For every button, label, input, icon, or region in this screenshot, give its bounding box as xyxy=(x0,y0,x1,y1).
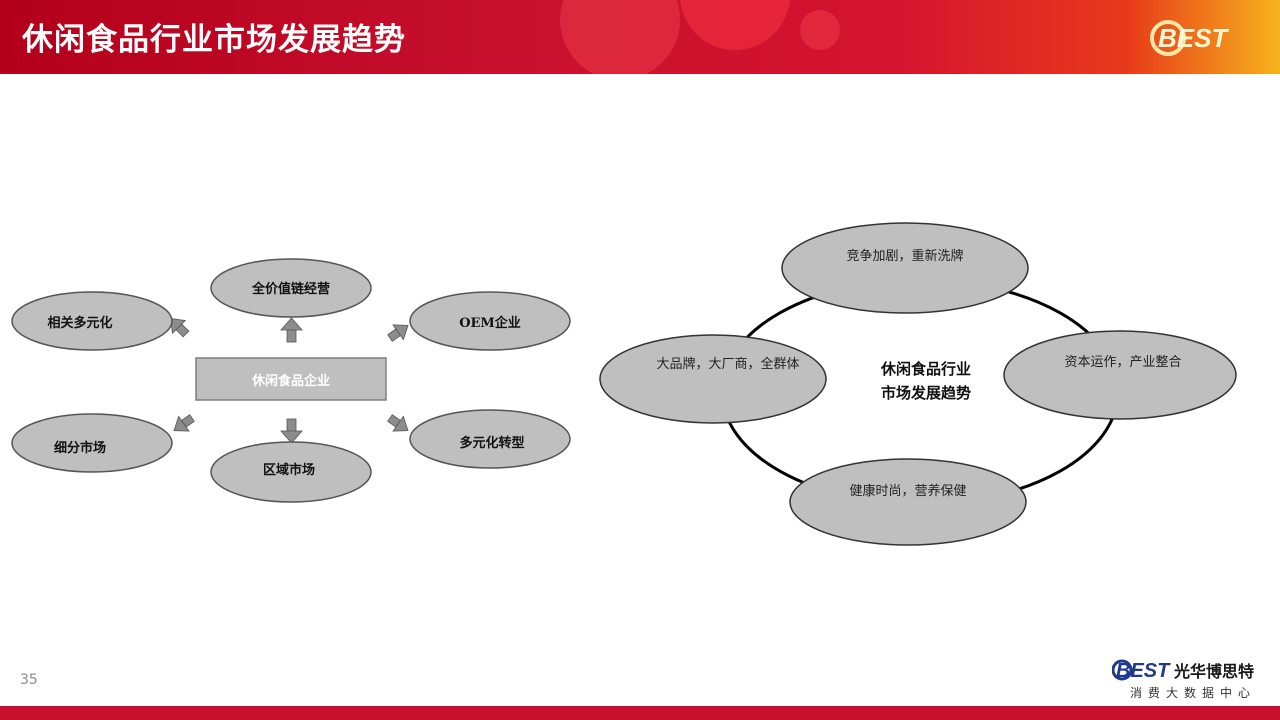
node-capital-operation xyxy=(1003,330,1237,420)
node-label: 大品牌，大厂商，全群体 xyxy=(656,356,799,372)
right-diagram: 休闲食品行业 市场发展趋势 竞争加剧，重新洗牌 大品牌，大厂商，全群体 资本运作… xyxy=(599,222,1237,546)
node-label: OEM企业 xyxy=(459,315,521,331)
node-label: 全价值链经营 xyxy=(251,281,330,297)
node-label: 细分市场 xyxy=(54,440,106,456)
arrow-up-icon xyxy=(280,317,303,343)
arrow-up-right-icon xyxy=(387,324,409,342)
node-big-brands xyxy=(599,334,827,424)
node-label: 相关多元化 xyxy=(47,315,112,331)
decor-circle xyxy=(800,10,840,50)
page-number: 35 xyxy=(20,672,38,688)
node-full-value-chain xyxy=(210,258,372,318)
svg-text:BEST: BEST xyxy=(1116,660,1171,682)
best-logo-icon: BEST xyxy=(1150,20,1229,56)
node-regional-market xyxy=(210,441,372,503)
arrow-down-left-icon xyxy=(173,414,195,432)
page-title: 休闲食品行业市场发展趋势 xyxy=(22,22,406,58)
node-label: 竞争加剧，重新洗牌 xyxy=(846,248,963,264)
center-label-line1: 休闲食品行业 xyxy=(880,360,971,378)
node-related-diversification xyxy=(11,291,173,351)
node-label: 区域市场 xyxy=(263,462,315,478)
brand-logo-icon: BEST 光华博思特 xyxy=(1112,659,1254,682)
footer-bar xyxy=(0,706,1280,720)
header-banner: 休闲食品行业市场发展趋势 BEST xyxy=(0,0,1280,74)
decor-circle xyxy=(560,0,680,74)
node-oem xyxy=(409,291,571,351)
center-box-label: 休闲食品企业 xyxy=(251,373,330,389)
node-health-fashion xyxy=(789,458,1027,546)
node-competition xyxy=(781,222,1029,314)
center-label-line2: 市场发展趋势 xyxy=(881,384,971,402)
brand-subtitle: 消费大数据中心 xyxy=(1130,686,1257,700)
node-diversified-transformation xyxy=(409,409,571,469)
center-box xyxy=(195,357,387,401)
node-label: 健康时尚，营养保健 xyxy=(849,483,966,499)
arrow-down-icon xyxy=(280,418,303,444)
arrow-down-right-icon xyxy=(387,414,409,432)
node-label: 资本运作，产业整合 xyxy=(1064,355,1181,370)
svg-text:光华博思特: 光华博思特 xyxy=(1173,662,1254,681)
left-diagram: 休闲食品企业 全价值链经营 相关多元化 xyxy=(11,258,571,503)
node-segmented-market xyxy=(11,413,173,473)
node-label: 多元化转型 xyxy=(459,435,524,451)
svg-text:BEST: BEST xyxy=(1158,23,1229,53)
